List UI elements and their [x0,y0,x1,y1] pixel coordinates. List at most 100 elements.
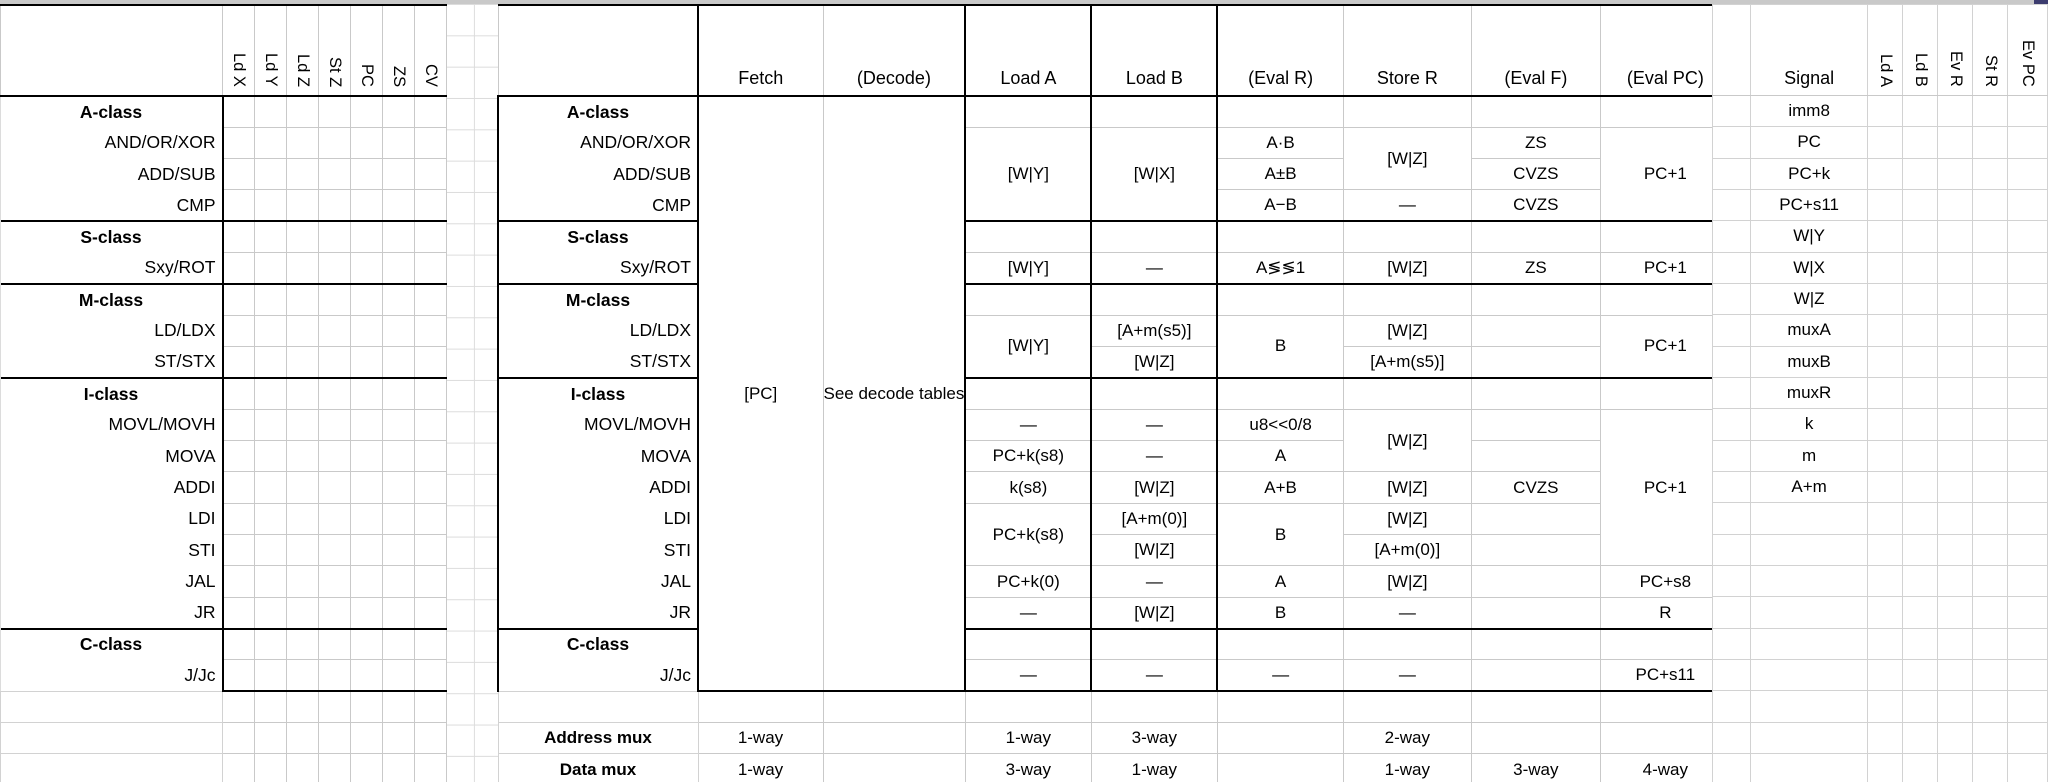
cell [254,722,287,755]
cell [350,627,383,661]
cell [286,627,319,661]
cell [254,94,287,128]
table-row: A+m [1712,470,2048,504]
cell [318,627,351,661]
row-label: MOVL/MOVH [0,409,224,441]
cell [254,659,287,692]
cell [1867,345,1904,378]
cell [1937,408,1974,441]
cell [1902,94,1939,128]
row-label: LD/LDX [0,315,224,347]
table-row: M-class [497,282,1731,316]
cell [286,502,319,536]
spacer-cell [1712,752,1751,782]
cell [1972,752,2009,782]
cell: 4-way [1599,753,1731,782]
column-header--decode-: (Decode) [822,4,966,97]
row-label [1749,752,1869,782]
cell [1867,752,1904,782]
cell [382,690,415,724]
row-label: AND/OR/XOR [497,127,699,159]
cell [222,753,255,782]
cell [318,282,351,316]
cell: B [1216,596,1344,630]
cell [286,158,319,191]
row-label: PC [1749,126,1869,159]
cell [382,502,415,536]
cell [1470,408,1601,442]
cell: 2-way [1342,722,1472,755]
cell: PC+k(0) [964,565,1092,598]
row-label: ST/STX [497,346,699,378]
cell [286,722,319,755]
cell [286,189,319,222]
cell: — [1342,596,1472,630]
cell [1867,94,1904,128]
table-row [497,690,1731,724]
table-row: PC [1712,126,2048,159]
row-label [1749,564,1869,598]
row-label [497,690,699,724]
cell [1342,690,1472,724]
cell: PC+1 [1599,408,1731,567]
row-label: MOVA [0,440,224,472]
cell [1902,721,1939,754]
table-row: C-class [0,627,447,661]
cell [1867,314,1904,347]
cell [350,690,383,724]
cell [1867,220,1904,253]
cell [254,189,287,222]
cell: [PC] [697,94,824,692]
cell [350,659,383,692]
clipped-cell-corner [2034,0,2048,4]
cell [1972,282,2009,316]
cell [414,126,447,160]
cell [254,690,287,724]
cell [1216,722,1344,755]
cell [1902,564,1939,598]
cell [222,627,255,661]
cell [318,220,351,254]
table-row: muxB [1712,345,2048,378]
cell [222,252,255,285]
cell [1470,659,1601,692]
row-label [1749,721,1869,754]
row-label: I-class [0,376,224,410]
cell: [W|X] [1090,126,1218,222]
cell [1937,502,1974,535]
cell [1972,376,2009,410]
cell [2007,282,2048,316]
table-row [1712,596,2048,629]
cell: CVZS [1470,189,1601,222]
table-row [1712,502,2048,535]
cell [2007,376,2048,410]
cell [414,534,447,567]
cell [1972,314,2009,347]
cell [1902,376,1939,410]
cell [414,314,447,348]
cell [222,440,255,473]
cell [414,440,447,473]
cell [414,282,447,316]
cell [1972,470,2009,504]
row-label: A+m [1749,470,1869,504]
cell: 3-way [964,753,1092,782]
table-row: PC+s11 [1712,188,2048,222]
cell [2007,220,2048,253]
table-row [1712,627,2048,660]
cell: [W|Z] [1342,408,1472,473]
row-label: muxR [1749,376,1869,410]
cell [222,376,255,410]
cell [414,189,447,222]
spacer-cell [1712,690,1751,723]
spacer-cell [1712,282,1751,316]
cell [1937,94,1974,128]
cell [1902,251,1939,284]
spacer-cell [1712,721,1751,754]
cell [1216,753,1344,782]
cell [414,502,447,536]
